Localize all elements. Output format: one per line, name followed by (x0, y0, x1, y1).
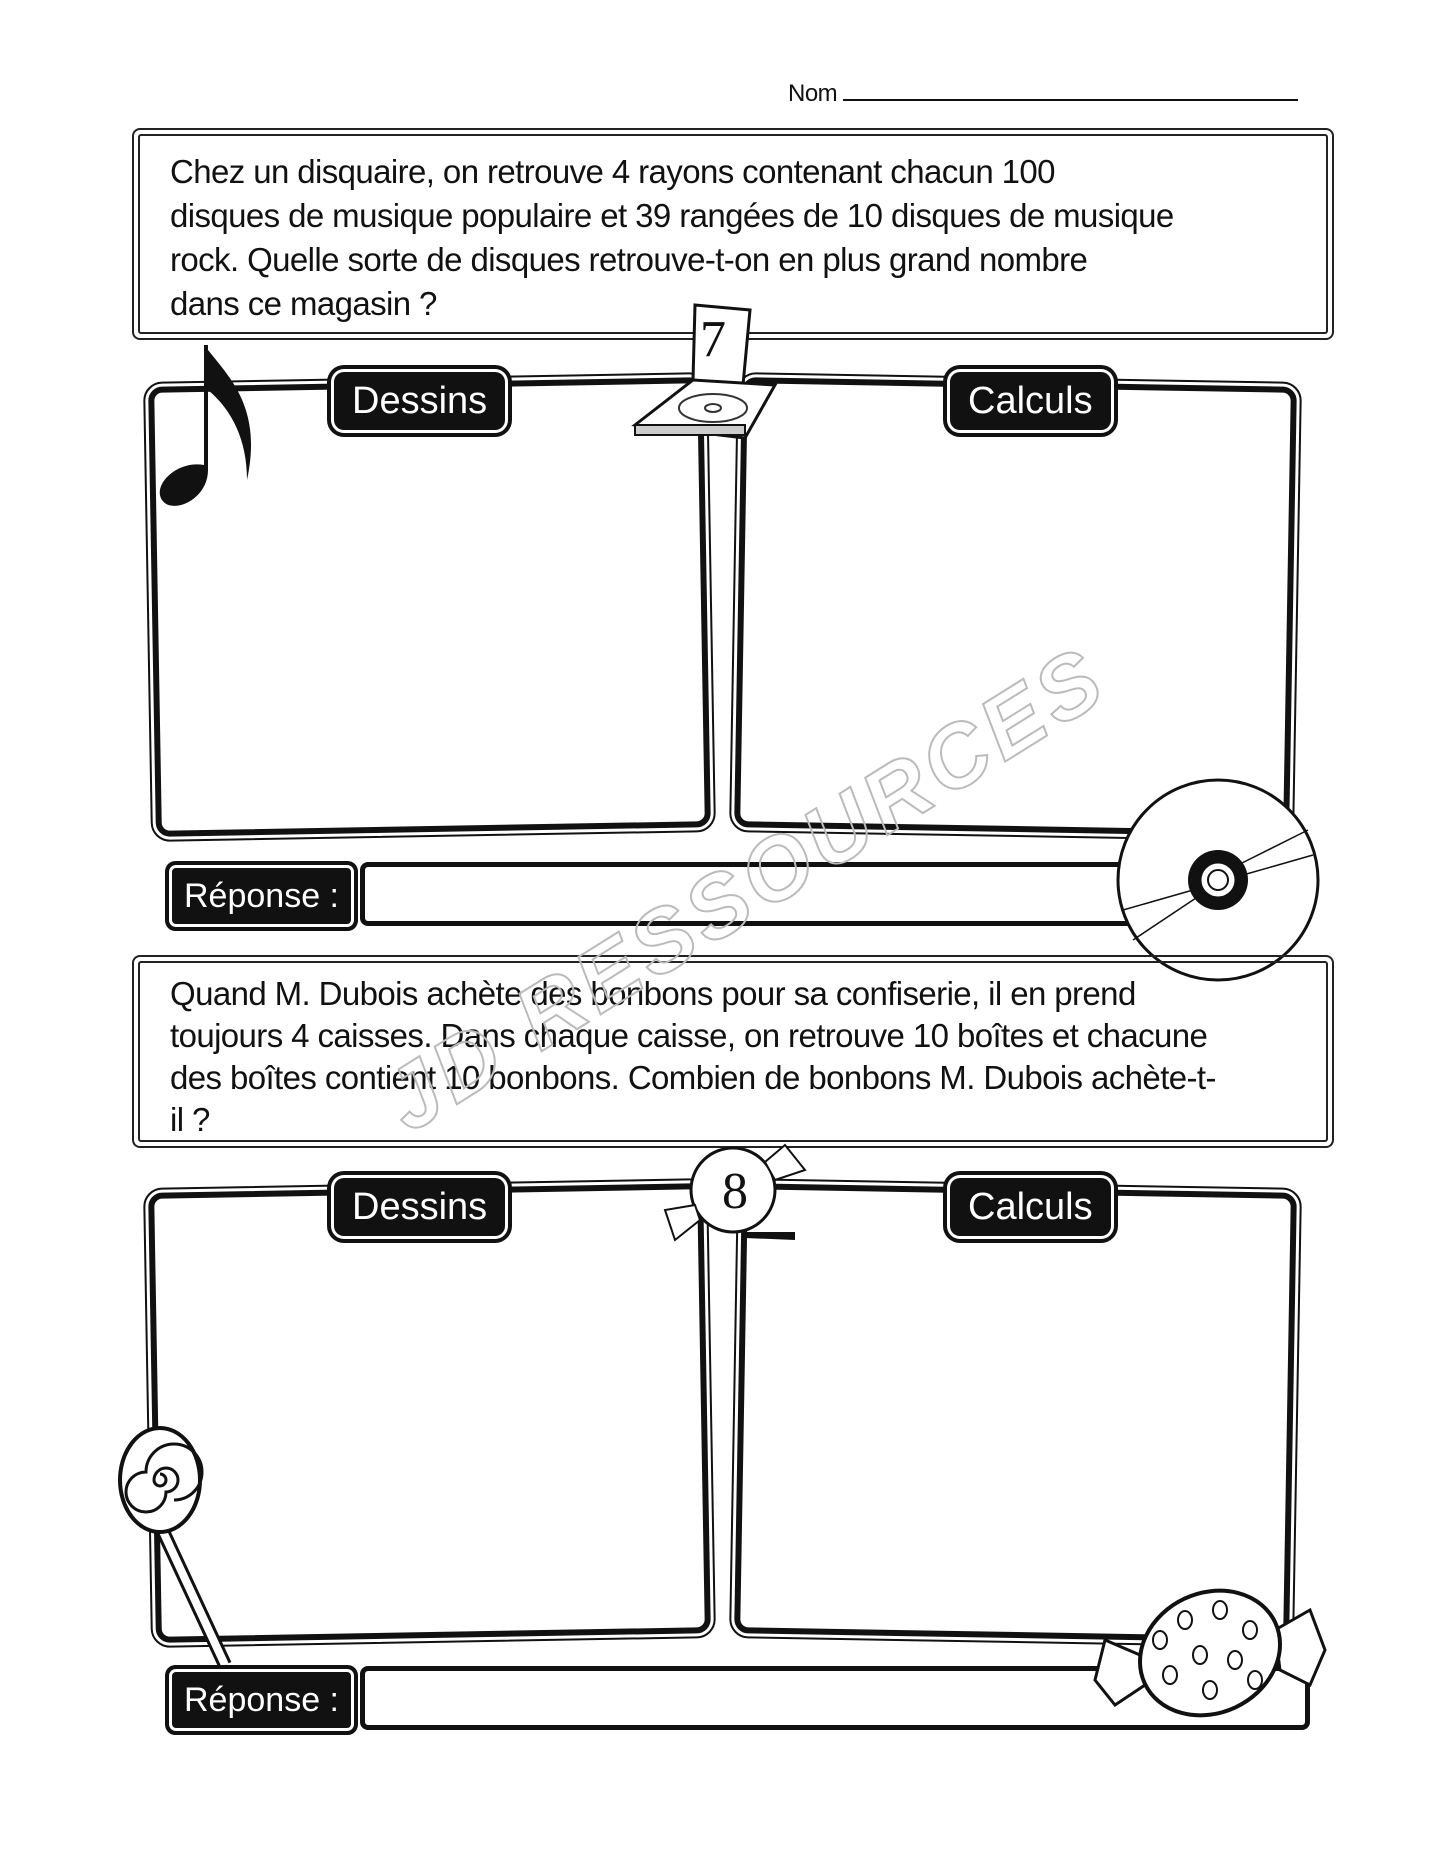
name-field[interactable]: Nom (788, 80, 1299, 108)
problem-line: il ? (170, 1101, 210, 1138)
music-note-icon (159, 345, 252, 506)
problem-number-7: 7 (700, 311, 726, 368)
calculs-label-7: Calculs (950, 372, 1111, 430)
dessins-label-7: Dessins (334, 372, 506, 430)
cd-case-icon (631, 303, 778, 440)
problem-7-box: Chez un disquaire, on retrouve 4 rayons … (132, 128, 1334, 340)
problem-line: Quand M. Dubois achète des bonbons pour … (170, 975, 1136, 1012)
problem-8-box: Quand M. Dubois achète des bonbons pour … (132, 955, 1334, 1148)
problem-line: disques de musique populaire et 39 rangé… (170, 197, 1174, 234)
dessins-label-8: Dessins (334, 1178, 506, 1236)
problem-7-text: Chez un disquaire, on retrouve 4 rayons … (138, 134, 1328, 334)
name-label: Nom (788, 80, 838, 107)
problem-number-8: 8 (722, 1163, 748, 1220)
problem-line: rock. Quelle sorte de disques retrouve-t… (170, 241, 1088, 278)
problem-line: Chez un disquaire, on retrouve 4 rayons … (170, 153, 1056, 190)
name-line[interactable] (843, 81, 1299, 101)
problem-line: toujours 4 caisses. Dans chaque caisse, … (170, 1017, 1208, 1054)
lollipop-icon (118, 1426, 232, 1668)
problem-line: des boîtes contient 10 bonbons. Combien … (170, 1059, 1216, 1096)
problem-8-text: Quand M. Dubois achète des bonbons pour … (138, 961, 1328, 1142)
answer-label-7: Réponse : (172, 868, 351, 924)
answer-label-8: Réponse : (172, 1672, 351, 1728)
candy-icon (663, 1143, 807, 1242)
calculs-label-8: Calculs (950, 1178, 1111, 1236)
problem-line: dans ce magasin ? (170, 285, 437, 322)
cd-disc-icon (1116, 778, 1320, 982)
wrapped-candy-icon (1093, 1588, 1327, 1718)
